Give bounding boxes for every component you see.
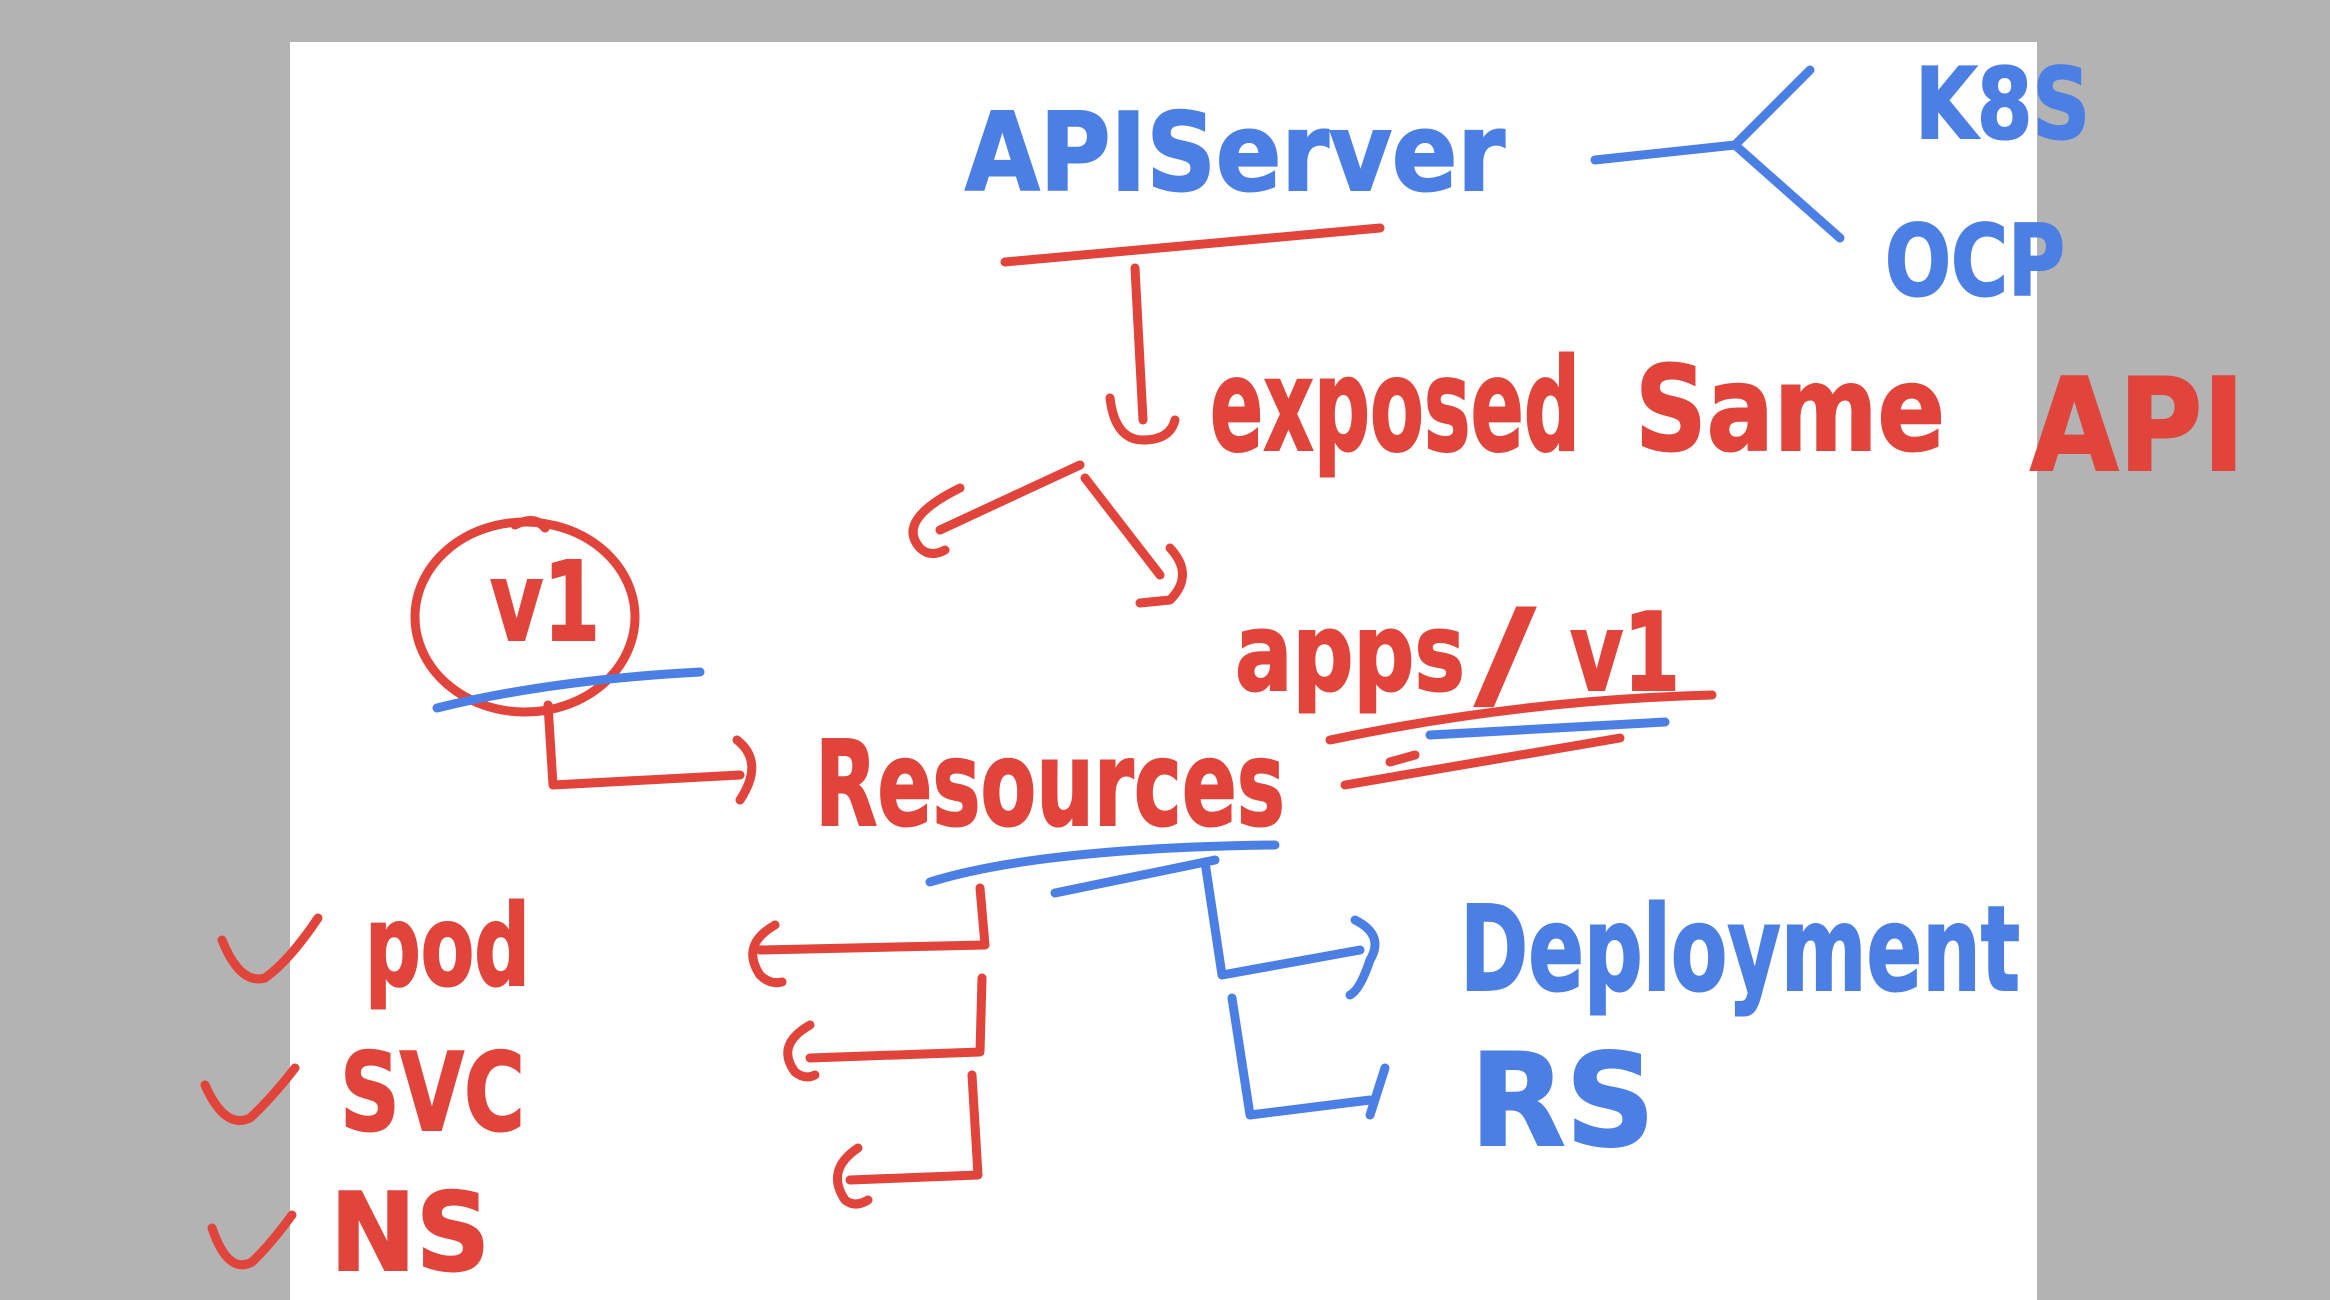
right-tree-stem-2 [1227,993,1375,1120]
left-tree-arrow-2 [783,1020,820,1082]
left-branch-arrow [908,460,1085,558]
checkmark-pod [217,913,323,984]
resources-label: Resources [815,715,1285,853]
left-tree-arrow-1 [748,920,787,988]
left-tree-arrow-3 [833,1143,873,1209]
apps-v1-label: v1 [1570,591,1680,716]
platform-fork-lower [1730,140,1845,243]
right-tree-stub [1050,855,1220,898]
apps-slash: / [1475,585,1535,724]
rs-arrowhead [1365,1063,1390,1120]
pod-label: pod [365,882,530,1012]
apiserver-down-connector [1130,263,1148,425]
apiserver-to-platform-line [1590,140,1740,165]
exposed-label: exposed [1210,332,1580,481]
checkmark-svc [200,1063,300,1125]
api-label: API [2030,352,2245,501]
right-tree-stem [1200,857,1365,980]
deployment-label: Deployment [1460,880,2020,1018]
apps-label: apps [1235,591,1465,716]
k8s-label: K8S [1915,48,2090,162]
left-tree-stem-2 [805,973,987,1063]
apiserver-label: APIServer [965,91,1505,216]
v1-circle-label: v1 [490,538,600,666]
resources-blue-underline [925,840,1280,887]
left-tree-stem [755,883,990,955]
ns-label: NS [330,1171,490,1296]
apps-v1-blue-underline [1425,717,1670,740]
same-label: Same [1635,340,1945,478]
ocp-label: OCP [1885,205,2065,319]
v1-to-resources-arrowhead [732,735,757,805]
svc-label: SVC [340,1031,525,1156]
deployment-arrowhead [1345,915,1380,1000]
right-branch-arrow [1080,473,1187,608]
checkmark-ns [207,1210,297,1270]
apps-v1-underline-bottom [1340,733,1625,790]
v1-blue-underline [432,667,705,713]
v1-to-resources-connector [543,700,745,790]
apps-v1-underline-top [1325,690,1717,745]
connector-hook-arrow [1105,393,1180,445]
apiserver-underline [1000,223,1385,267]
v1-circle-closure [510,516,550,533]
apps-v1-underline-mark [1385,750,1420,767]
rs-label: RS [1470,1027,1655,1176]
left-tree-stem-3 [845,1070,983,1185]
platform-fork-upper [1730,65,1815,150]
